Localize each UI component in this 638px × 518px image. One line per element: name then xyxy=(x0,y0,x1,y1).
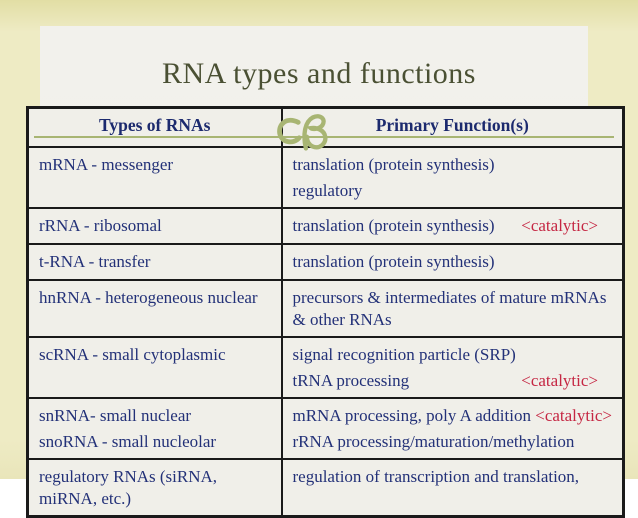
table-row: t-RNA - transfer translation (protein syn… xyxy=(26,243,625,281)
table-row: scRNA - small cytoplasmic signal recognit… xyxy=(26,336,625,399)
col-header-types-of-rnas: Types of RNAs xyxy=(26,106,283,148)
catalytic-tag: <catalytic> xyxy=(521,216,598,235)
rna-function-text: rRNA processing/maturation/methylation xyxy=(293,431,613,453)
function-label: translation (protein synthesis) xyxy=(292,155,495,174)
rna-function-cell: regulation of transcription and translat… xyxy=(280,458,625,518)
rna-type-text: hnRNA - heterogeneous nuclear xyxy=(39,288,258,307)
function-label: regulatory xyxy=(292,181,363,200)
rna-type-text: snRNA- small nuclear xyxy=(39,406,192,425)
table-row: snRNA- small nuclear snoRNA - small nucle… xyxy=(26,397,625,460)
function-label: translation (protein synthesis) xyxy=(292,216,495,235)
rna-table: Types of RNAs Primary Function(s) mRNA -… xyxy=(26,106,625,518)
rna-function-text: translation (protein synthesis) xyxy=(293,251,613,273)
rna-function-cell: precursors & intermediates of mature mRN… xyxy=(280,279,625,338)
function-label: signal recognition particle (SRP) xyxy=(292,345,516,364)
rna-function-cell: translation (protein synthesis) xyxy=(280,243,625,281)
rna-function-text: translation (protein synthesis) <catalyti… xyxy=(293,215,613,237)
rna-function-text: regulation of transcription and translat… xyxy=(293,466,613,488)
table-row: rRNA - ribosomal translation (protein syn… xyxy=(26,207,625,245)
rna-function-cell: translation (protein synthesis) regulator… xyxy=(280,146,625,209)
col-header-primary-functions: Primary Function(s) xyxy=(280,106,625,148)
rna-type-text: rRNA - ribosomal xyxy=(39,216,162,235)
rna-function-cell: signal recognition particle (SRP) tRNA pr… xyxy=(280,336,625,399)
function-label: tRNA processing xyxy=(292,371,410,390)
function-label: regulation of transcription and translat… xyxy=(292,467,580,486)
table-row: hnRNA - heterogeneous nuclear precursors … xyxy=(26,279,625,338)
rna-function-cell: translation (protein synthesis) <catalyti… xyxy=(280,207,625,245)
table-row: mRNA - messenger translation (protein syn… xyxy=(26,146,625,209)
rna-type-cell: snRNA- small nuclear snoRNA - small nucle… xyxy=(26,397,283,460)
table-header-row: Types of RNAs Primary Function(s) xyxy=(26,106,625,148)
catalytic-tag: <catalytic> xyxy=(521,371,598,390)
table-body: mRNA - messenger translation (protein syn… xyxy=(26,146,625,518)
rna-type-cell: scRNA - small cytoplasmic xyxy=(26,336,283,399)
function-label: translation (protein synthesis) xyxy=(292,252,495,271)
rna-types-table: Types of RNAs Primary Function(s) mRNA -… xyxy=(26,106,625,518)
rna-type-cell: rRNA - ribosomal xyxy=(26,207,283,245)
rna-type-cell: t-RNA - transfer xyxy=(26,243,283,281)
rna-type-text: miRNA, etc.) xyxy=(39,489,132,508)
rna-function-text: signal recognition particle (SRP) xyxy=(293,344,613,366)
function-label: rRNA processing/maturation/methylation xyxy=(292,432,575,451)
rna-type-cell: hnRNA - heterogeneous nuclear xyxy=(26,279,283,338)
rna-function-text: precursors & intermediates of mature mRN… xyxy=(293,287,613,331)
table-row: regulatory RNAs (siRNA,miRNA, etc.)regul… xyxy=(26,458,625,518)
function-label: precursors & intermediates of mature mRN… xyxy=(292,288,607,329)
rna-function-text: tRNA processing <catalytic> xyxy=(293,370,613,392)
rna-function-text: regulatory xyxy=(293,180,613,202)
rna-type-text: scRNA - small cytoplasmic xyxy=(39,345,226,364)
rna-type-cell: regulatory RNAs (siRNA, miRNA, etc.) xyxy=(26,458,283,518)
rna-function-text: mRNA processing, poly A addition <cataly… xyxy=(293,405,613,427)
catalytic-tag: <catalytic> xyxy=(535,406,612,425)
rna-function-text: translation (protein synthesis) xyxy=(293,154,613,176)
rna-function-cell: mRNA processing, poly A addition <cataly… xyxy=(280,397,625,460)
rna-type-text: mRNA - messenger xyxy=(39,155,174,174)
rna-type-text: regulatory RNAs (siRNA, xyxy=(39,467,218,486)
slide-title: RNA types and functions xyxy=(162,57,476,90)
rna-type-cell: mRNA - messenger xyxy=(26,146,283,209)
rna-type-text: snoRNA - small nucleolar xyxy=(39,432,217,451)
function-label: mRNA processing, poly A addition xyxy=(292,406,536,425)
rna-type-text: t-RNA - transfer xyxy=(39,252,151,271)
